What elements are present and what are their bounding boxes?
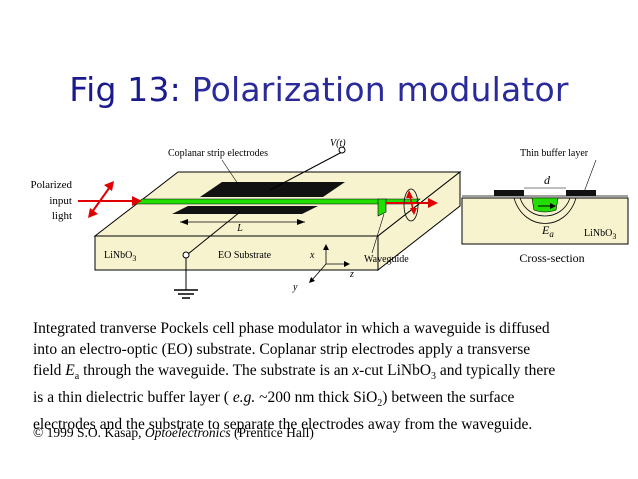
vt-terminal: [338, 146, 346, 154]
top-electrode: [200, 182, 345, 197]
caption-x: x: [352, 362, 360, 379]
caption-line-4: is a thin dielectric buffer layer ( e.g.…: [33, 387, 623, 414]
thin-buffer-label: Thin buffer layer: [520, 148, 589, 159]
d-label: d: [544, 173, 551, 187]
axis-x-label: x: [309, 250, 315, 261]
output-light-arrows: [386, 190, 438, 215]
figure-number: Fig 13:: [69, 70, 181, 109]
cross-section-electrode-left: [494, 190, 524, 196]
light-label: light: [52, 210, 72, 222]
modulator-diagram: L Coplanar strip electrodes V(t) Polariz…: [30, 138, 629, 299]
linbo3-right-label: LiNbO3: [584, 228, 616, 241]
caption-text: field: [33, 362, 66, 379]
coplanar-label: Coplanar strip electrodes: [168, 148, 268, 159]
axes: [309, 244, 350, 283]
axis-z-label: z: [349, 269, 354, 280]
axis-y-label: y: [292, 282, 298, 293]
coplanar-leader: [221, 159, 239, 185]
caption-ea-sub: a: [74, 371, 80, 383]
length-arrow-left: [180, 219, 188, 225]
length-arrow-right: [297, 219, 305, 225]
cross-section-label: Cross-section: [519, 251, 584, 265]
caption-text: and typically there: [436, 362, 556, 379]
field-arrow-head: [550, 203, 556, 209]
ea-label: Ea: [541, 223, 554, 239]
caption-text: is a thin dielectric buffer layer (: [33, 389, 233, 407]
caption-text: -cut LiNbO: [359, 362, 432, 379]
caption-text: ) between the surface: [382, 389, 515, 407]
cross-section-waveguide: [531, 197, 559, 213]
caption-sub2: 2: [377, 398, 383, 410]
bottom-electrode: [172, 206, 318, 214]
vt-label: V(t): [330, 138, 346, 149]
copyright-author: © 1999 S.O. Kasap,: [33, 425, 145, 440]
output-polarization-ellipse: [403, 188, 419, 222]
caption-text: ~200 nm thick SiO: [255, 389, 378, 407]
copyright-publisher: (Prentice Hall): [230, 425, 314, 440]
input-label: input: [49, 195, 72, 207]
waveguide-label: Waveguide: [364, 254, 409, 265]
caption-text: through the waveguide. The substrate is …: [79, 362, 353, 379]
linbo3-left-label: LiNbO3: [104, 250, 136, 263]
substrate-side-face: [377, 170, 461, 272]
caption-sub3: 3: [431, 371, 437, 383]
polarized-label: Polarized: [30, 179, 72, 191]
length-label: L: [236, 223, 243, 234]
ground-symbol: [174, 289, 198, 299]
field-lines: [513, 197, 577, 224]
caption-line-5: electrodes and the substrate to separate…: [33, 416, 533, 434]
waveguide-strip: [135, 198, 421, 205]
copyright-notice: © 1999 S.O. Kasap, Optoelectronics (Pren…: [33, 425, 314, 441]
waveguide-end: [377, 198, 387, 217]
vt-wire: [269, 151, 343, 191]
caption-line-3: field Ea through the waveguide. The subs…: [33, 360, 623, 387]
thin-buffer-leader: [583, 159, 597, 193]
caption-line-2: into an electro-optic (EO) substrate. Co…: [33, 341, 531, 358]
caption-line-1: Integrated tranverse Pockels cell phase …: [33, 320, 550, 337]
eo-substrate-label: EO Substrate: [218, 250, 272, 261]
caption-paragraph: Integrated tranverse Pockels cell phase …: [33, 318, 623, 435]
caption-eg: e.g.: [232, 389, 256, 407]
ground-terminal: [182, 251, 190, 259]
waveguide-leader: [371, 213, 385, 254]
copyright-book: Optoelectronics: [144, 425, 231, 440]
figure-title: Fig 13: Polarization modulator: [0, 70, 638, 109]
cross-section-electrode-right: [566, 190, 596, 196]
ground-wire-diag: [187, 211, 241, 255]
figure-name: Polarization modulator: [191, 70, 569, 109]
caption-ea: E: [65, 362, 75, 379]
input-light-arrows: [78, 181, 142, 218]
